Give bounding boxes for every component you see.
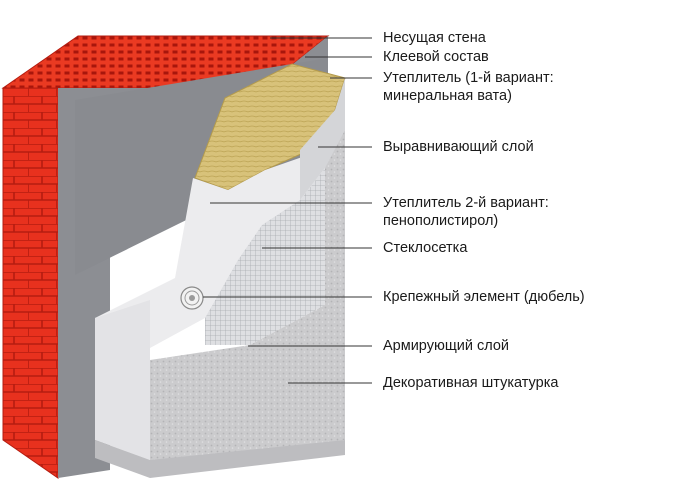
- glue-layer: [58, 36, 328, 478]
- mesh-layer: [205, 168, 325, 345]
- plaster-bottom-band: [95, 440, 345, 478]
- label-decorative-plaster: Декоративная штукатурка: [383, 375, 559, 391]
- label-dowel: Крепежный элемент (дюбель): [383, 289, 585, 305]
- leveling-layer: [300, 78, 345, 200]
- label-mesh: Стеклосетка: [383, 240, 468, 256]
- dowel-icon: [180, 286, 204, 310]
- decorative-plaster: [150, 130, 345, 472]
- label-mineral-wool: Утеплитель (1-й вариант: минеральная ват…: [383, 70, 554, 104]
- brick-wall-side: [2, 87, 59, 479]
- label-reinforcing-layer: Армирующий слой: [383, 338, 510, 354]
- label-polystyrene: Утеплитель 2-й вариант: пенополистирол): [383, 195, 549, 229]
- polystyrene-front: [95, 300, 150, 460]
- label-glue: Клеевой состав: [383, 49, 489, 65]
- label-leveling-layer: Выравнивающий слой: [383, 139, 534, 155]
- label-load-bearing-wall: Несущая стена: [383, 30, 486, 46]
- leader-lines: [203, 37, 372, 384]
